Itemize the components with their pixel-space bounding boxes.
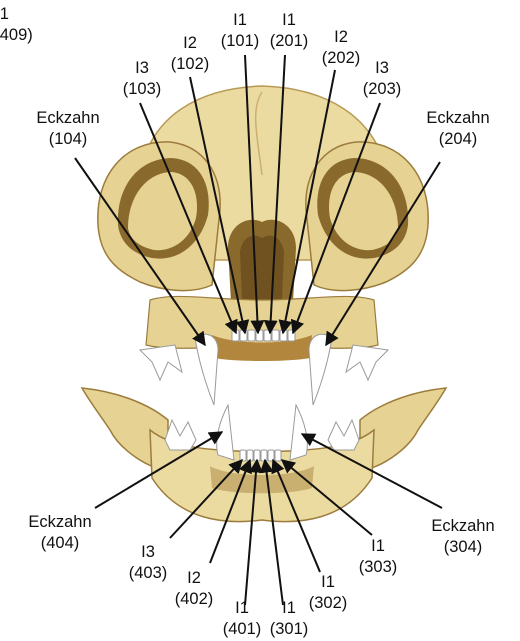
label-name: I3 [118,542,178,563]
label-name: Eckzahn [12,512,108,533]
label-name: Eckzahn [410,108,506,129]
label-304: Eckzahn (304) [415,516,511,558]
label-code: (303) [350,557,406,578]
label-name: I2 [160,33,220,54]
label-code: (104) [20,129,116,150]
corner-label-code: 9/409) [0,25,33,46]
label-101: I1 (101) [212,10,268,52]
label-name: I2 [311,27,371,48]
label-name: I1 [261,10,317,31]
label-name: I1 [350,536,406,557]
corner-label-name: M1 [0,4,33,25]
label-name: Eckzahn [20,108,116,129]
label-code: (201) [261,31,317,52]
label-302: I1 (302) [300,572,356,614]
label-name: I3 [352,58,412,79]
label-code: (204) [410,129,506,150]
label-102: I2 (102) [160,33,220,75]
label-name: I1 [300,572,356,593]
label-203: I3 (203) [352,58,412,100]
label-code: (404) [12,533,108,554]
cranium [98,86,428,361]
label-code: (102) [160,54,220,75]
label-code: (304) [415,537,511,558]
label-204: Eckzahn (204) [410,108,506,150]
label-404: Eckzahn (404) [12,512,108,554]
label-code: (203) [352,79,412,100]
label-name: Eckzahn [415,516,511,537]
label-code: (101) [212,31,268,52]
label-104: Eckzahn (104) [20,108,116,150]
label-303: I1 (303) [350,536,406,578]
label-name: I2 [164,568,224,589]
label-name: I1 [212,10,268,31]
label-code: (302) [300,593,356,614]
label-201: I1 (201) [261,10,317,52]
label-code: (301) [261,619,317,640]
label-code: (103) [112,79,172,100]
corner-label: M1 9/409) [0,4,33,46]
